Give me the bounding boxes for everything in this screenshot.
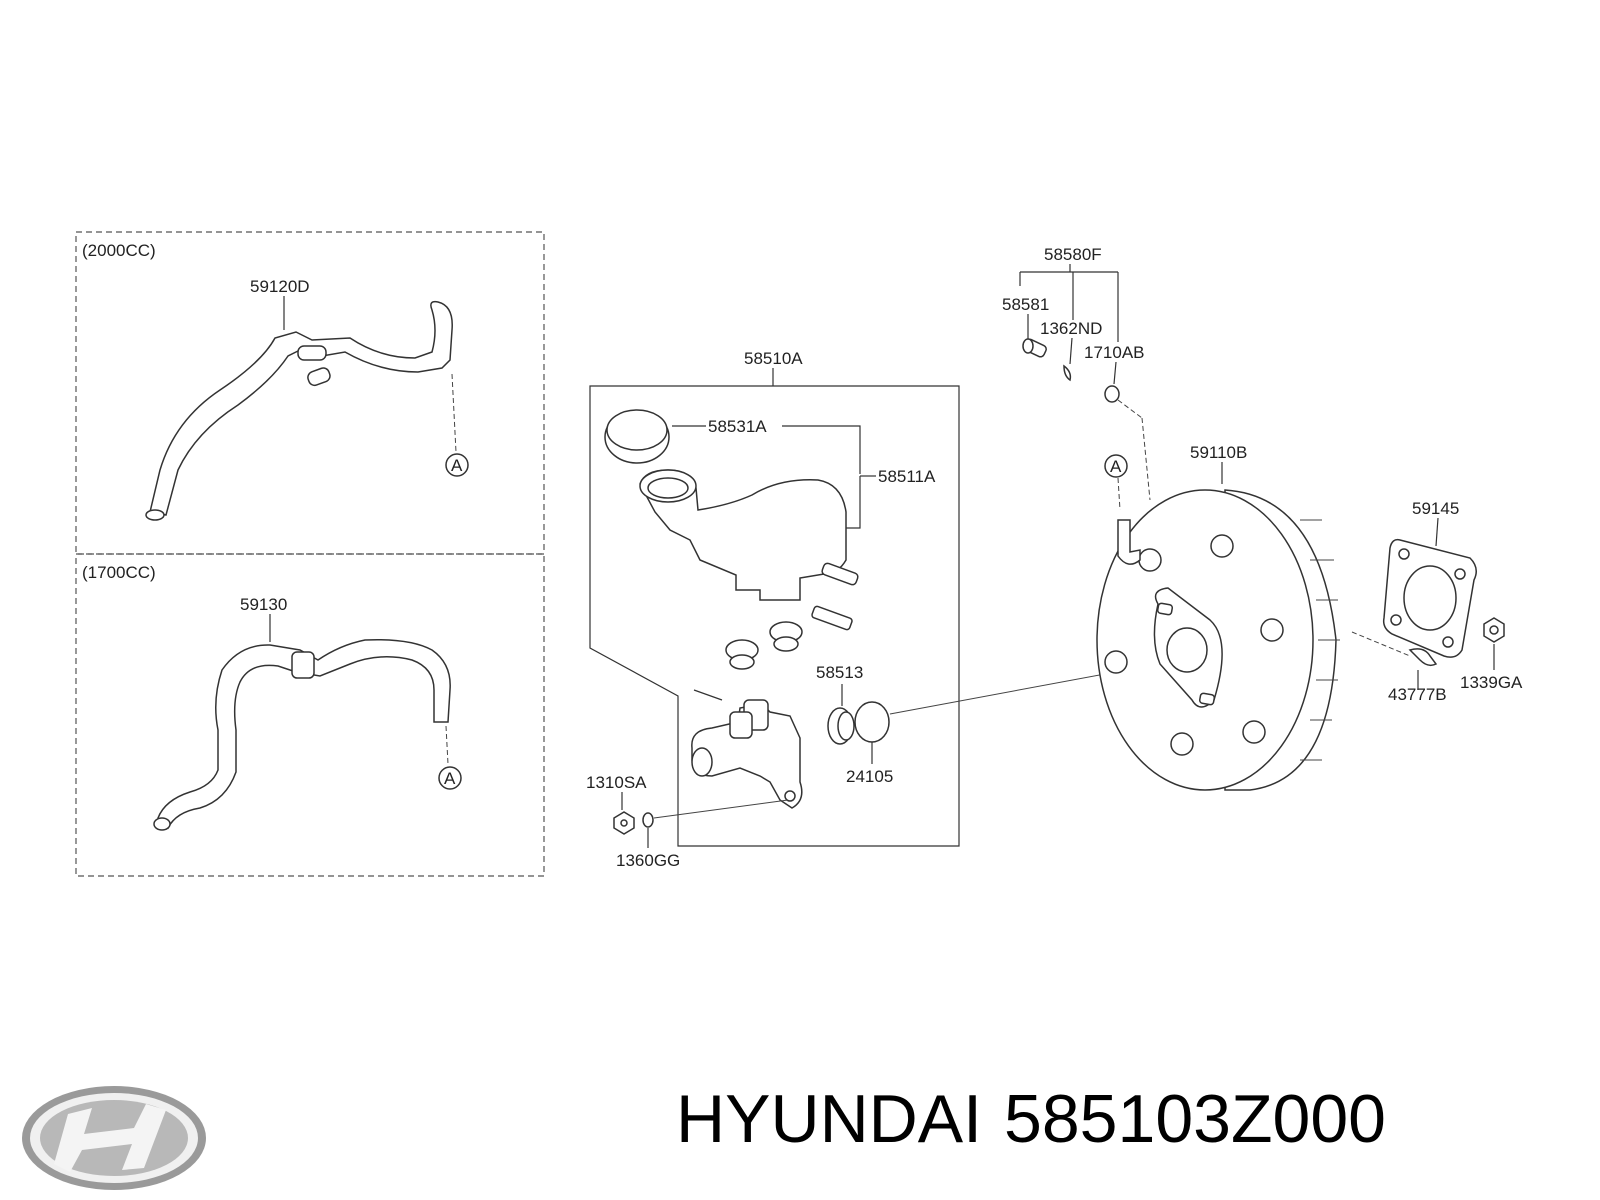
label-59110B: 59110B bbox=[1190, 443, 1247, 462]
svg-text:A: A bbox=[1110, 457, 1122, 476]
label-59145: 59145 bbox=[1412, 499, 1459, 518]
reservoir-cap bbox=[604, 409, 670, 464]
label-1339GA: 1339GA bbox=[1460, 673, 1523, 692]
nut-1339GA bbox=[1483, 617, 1505, 643]
assembly-frame-58510A bbox=[589, 385, 960, 847]
washer-1360GG bbox=[642, 812, 654, 828]
part-number: 585103Z000 bbox=[1004, 1081, 1386, 1157]
hose-59120D bbox=[145, 300, 457, 521]
clip-43777B bbox=[1408, 648, 1438, 667]
label-1310SA: 1310SA bbox=[586, 773, 647, 792]
group-box-1700cc bbox=[75, 553, 545, 877]
label-43777B: 43777B bbox=[1388, 685, 1447, 704]
label-1362ND: 1362ND bbox=[1040, 319, 1102, 338]
clevis-pin bbox=[1022, 338, 1047, 358]
oring-24105 bbox=[854, 701, 890, 743]
hyundai-logo bbox=[22, 1086, 206, 1190]
label-1710AB: 1710AB bbox=[1084, 343, 1145, 362]
label-59130: 59130 bbox=[240, 595, 287, 614]
svg-text:A: A bbox=[451, 456, 463, 475]
reservoir-58511A bbox=[639, 469, 859, 631]
label-1360GG: 1360GG bbox=[616, 851, 680, 870]
brand-name: HYUNDAI bbox=[676, 1081, 983, 1157]
brake-booster bbox=[1096, 489, 1340, 791]
clip-1362ND bbox=[1063, 364, 1072, 382]
nut-1310SA bbox=[613, 811, 635, 835]
hose-59130 bbox=[153, 638, 451, 831]
label-58511A: 58511A bbox=[878, 467, 936, 486]
connector-a-2: A bbox=[438, 766, 462, 790]
label-24105: 24105 bbox=[846, 767, 893, 786]
connector-a-3: A bbox=[1104, 454, 1128, 478]
gasket-59145 bbox=[1382, 538, 1477, 658]
group-label-2000cc: (2000CC) bbox=[82, 241, 156, 260]
seal-58513 bbox=[827, 707, 855, 745]
label-58510A: 58510A bbox=[744, 349, 803, 368]
group-box-2000cc bbox=[75, 231, 545, 555]
brand-caption: HYUNDAI 585103Z000 bbox=[676, 1080, 1408, 1158]
label-59120D: 59120D bbox=[250, 277, 310, 296]
connector-a-1: A bbox=[445, 453, 469, 477]
washer-1710AB bbox=[1104, 385, 1120, 403]
group-label-1700cc: (1700CC) bbox=[82, 563, 156, 582]
svg-text:A: A bbox=[444, 769, 456, 788]
master-cylinder-body bbox=[691, 689, 803, 809]
label-58513: 58513 bbox=[816, 663, 863, 682]
grommets bbox=[725, 621, 803, 670]
label-58531A: 58531A bbox=[708, 417, 767, 436]
label-58580F: 58580F bbox=[1044, 245, 1102, 264]
label-58581: 58581 bbox=[1002, 295, 1049, 314]
